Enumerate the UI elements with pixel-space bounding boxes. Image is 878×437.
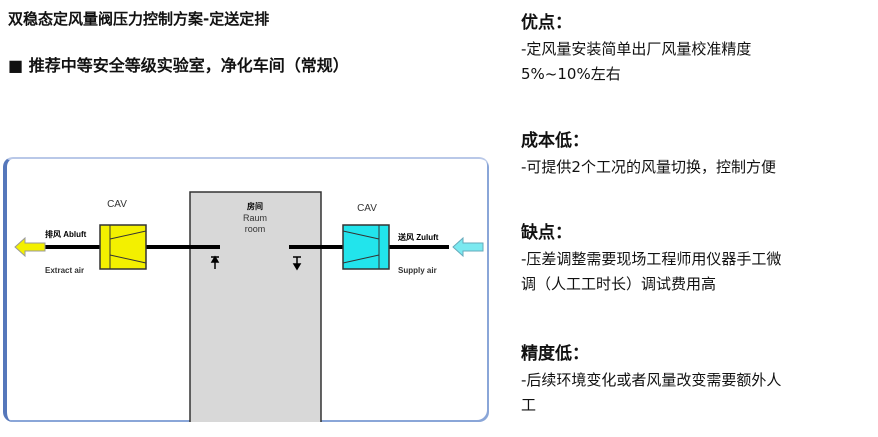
- cav-right-label: CAV: [357, 203, 377, 214]
- section-line: -定风量安装简单出厂风量校准精度: [521, 40, 752, 58]
- room-de: Raum: [243, 213, 267, 223]
- exhaust-en: Extract air: [45, 266, 84, 275]
- pressure-sensor-down-icon: [292, 256, 302, 271]
- section-line: -压差调整需要现场工程师用仪器手工微: [521, 250, 782, 268]
- low-cost-section: 成本低： -可提供2个工况的风量切换，控制方便: [521, 126, 776, 180]
- cons-section: 缺点： -压差调整需要现场工程师用仪器手工微 调（人工工时长）调试费用高: [521, 218, 781, 297]
- cav-diagram: 房间 Raum room CAV CAV 排风 Abluft Extract a…: [3, 157, 489, 428]
- pressure-sensor-up-icon: [210, 255, 220, 269]
- supply-en: Supply air: [398, 266, 437, 275]
- section-heading: 缺点：: [521, 223, 572, 243]
- section-line: -后续环境变化或者风量改变需要额外人: [521, 371, 782, 389]
- supply-cav-damper: [342, 224, 390, 270]
- cav-left-label: CAV: [107, 199, 127, 210]
- pros-section: 优点： -定风量安装简单出厂风量校准精度 5%~10%左右: [521, 8, 751, 87]
- section-heading: 成本低：: [521, 131, 589, 151]
- room-en: room: [245, 224, 266, 234]
- section-heading: 优点：: [521, 13, 572, 33]
- room-box: [189, 191, 322, 428]
- section-heading: 精度低：: [521, 344, 589, 364]
- room-cn: 房间: [247, 201, 263, 211]
- recommendation-bullet: ■ 推荐中等安全等级实验室，净化车间（常规）: [8, 56, 349, 75]
- section-line: 5%~10%左右: [521, 65, 621, 83]
- supply-arrow-icon: [452, 236, 484, 258]
- supply-label: 送风 Zuluft: [397, 232, 439, 242]
- section-line: -可提供2个工况的风量切换，控制方便: [521, 158, 776, 176]
- exhaust-label: 排风 Abluft: [45, 229, 87, 239]
- exhaust-arrow-icon: [14, 236, 46, 258]
- section-line: 工: [521, 396, 537, 414]
- slide-title: 双稳态定风量阀压力控制方案-定送定排: [8, 10, 270, 28]
- section-line: 调（人工工时长）调试费用高: [521, 275, 717, 293]
- exhaust-cav-damper: [99, 224, 147, 270]
- low-precision-section: 精度低： -后续环境变化或者风量改变需要额外人 工: [521, 339, 781, 418]
